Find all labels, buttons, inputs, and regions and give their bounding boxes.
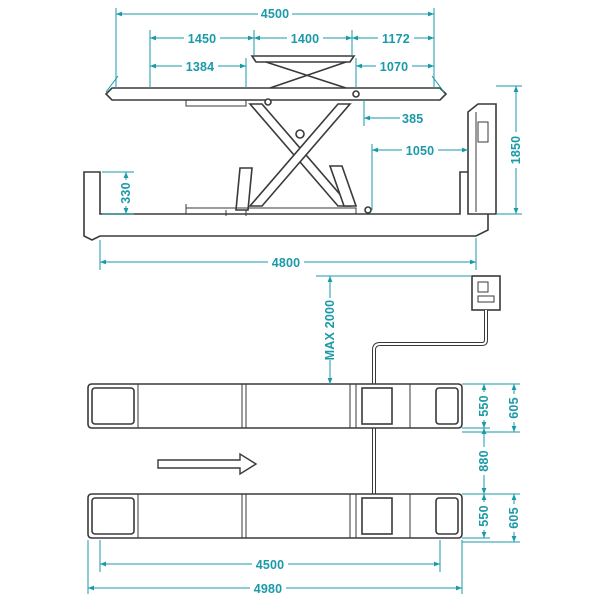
platform-underside	[185, 99, 247, 107]
platform-bottom	[87, 493, 463, 539]
lift-table	[250, 55, 356, 63]
top-view	[87, 275, 501, 539]
scissor-mechanism	[235, 61, 372, 214]
control-console	[467, 103, 497, 215]
base-beam	[185, 207, 357, 215]
dim-top-overall: 4500	[261, 7, 290, 21]
base-frame	[83, 171, 489, 241]
dim-height-lowered: 330	[119, 182, 133, 203]
dim-platform-length: 4500	[256, 558, 285, 572]
dim-base-length: 4800	[272, 256, 301, 270]
dim-platform-gap: 880	[477, 450, 491, 471]
control-box-screen	[477, 281, 489, 293]
platform-top	[87, 383, 463, 429]
arrow-right-icon	[157, 452, 258, 476]
dim-top-left: 1450	[188, 32, 217, 46]
dim-platform-outer-top: 605	[507, 397, 521, 418]
top-dimensions: MAX 2000 550 605 880 550 605 4500	[87, 275, 522, 596]
control-box-button	[477, 295, 495, 303]
dim-platform-width-top: 550	[477, 395, 491, 416]
dim-inner-right: 1070	[380, 60, 409, 74]
dim-console-offset: 1050	[406, 144, 435, 158]
dim-platform-width-bottom: 550	[477, 505, 491, 526]
dim-small-right: 385	[402, 112, 423, 126]
console-panel	[477, 121, 489, 143]
dim-overall-length: 4980	[254, 582, 283, 596]
control-box	[471, 275, 501, 311]
dim-console-height: 1850	[509, 136, 523, 165]
dim-platform-outer-bottom: 605	[507, 507, 521, 528]
dim-top-center: 1400	[291, 32, 320, 46]
dim-inner-left: 1384	[186, 60, 215, 74]
platform-rail	[104, 87, 448, 101]
side-view	[83, 55, 497, 241]
dim-max-cable: MAX 2000	[323, 300, 337, 361]
side-dimensions: 4500 1450 1400 1172 1384 1070 385	[99, 6, 524, 270]
dim-top-right: 1172	[382, 32, 410, 46]
